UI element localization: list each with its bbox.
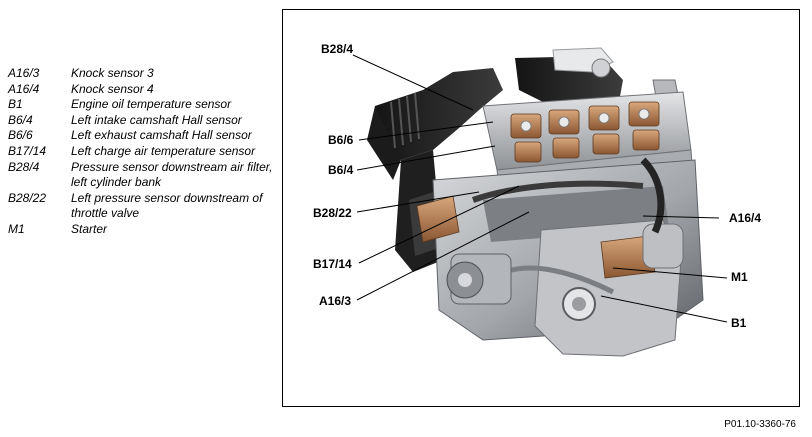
legend-item-a16-4: A16/4 Knock sensor 4 bbox=[8, 82, 276, 98]
callout-a16-4: A16/4 bbox=[729, 211, 762, 225]
legend-code: M1 bbox=[8, 221, 25, 236]
legend-description: Left pressure sensor downstream of throt… bbox=[71, 190, 263, 221]
callout-m1: M1 bbox=[731, 270, 748, 284]
legend-code: B1 bbox=[8, 97, 23, 112]
legend-description: Left charge air temperature sensor bbox=[71, 143, 256, 158]
legend-item-b28-22: B28/22 Left pressure sensor downstream o… bbox=[8, 191, 276, 222]
figure-id: P01.10-3360-76 bbox=[724, 419, 796, 430]
legend-code: A16/4 bbox=[8, 81, 40, 96]
legend-item-b28-4: B28/4 Pressure sensor downstream air fil… bbox=[8, 160, 276, 191]
legend-item-b6-6: B6/6 Left exhaust camshaft Hall sensor bbox=[8, 128, 276, 144]
legend-code: B28/4 bbox=[8, 159, 40, 174]
engine-illustration bbox=[352, 47, 728, 357]
legend-code: B17/14 bbox=[8, 143, 47, 158]
callout-b6-6: B6/6 bbox=[328, 133, 354, 147]
callout-b6-4: B6/4 bbox=[328, 163, 354, 177]
callout-b17-14: B17/14 bbox=[313, 257, 352, 271]
callout-a16-3: A16/3 bbox=[319, 294, 352, 308]
legend-code: B6/4 bbox=[8, 112, 33, 127]
legend-description: Pressure sensor downstream air filter, l… bbox=[71, 159, 273, 190]
engine-figure-frame: B28/4 B6/6 B6/4 B28/22 A16/4 B17/14 M1 A… bbox=[282, 9, 800, 407]
callout-b28-22: B28/22 bbox=[313, 206, 352, 220]
legend-description: Starter bbox=[71, 221, 108, 236]
leader-lines bbox=[352, 54, 728, 323]
legend-description: Knock sensor 4 bbox=[71, 81, 154, 96]
legend-item-a16-3: A16/3 Knock sensor 3 bbox=[8, 66, 276, 82]
legend-description: Left intake camshaft Hall sensor bbox=[71, 112, 242, 127]
legend-item-b17-14: B17/14 Left charge air temperature senso… bbox=[8, 144, 276, 160]
legend-description: Engine oil temperature sensor bbox=[71, 97, 232, 112]
callout-b28-4: B28/4 bbox=[321, 42, 354, 56]
legend-item-b6-4: B6/4 Left intake camshaft Hall sensor bbox=[8, 113, 276, 129]
legend-code: B28/22 bbox=[8, 190, 47, 205]
legend-code: A16/3 bbox=[8, 66, 40, 80]
legend-item-b1: B1 Engine oil temperature sensor bbox=[8, 97, 276, 113]
legend-description: Left exhaust camshaft Hall sensor bbox=[71, 128, 252, 143]
legend-item-m1: M1 Starter bbox=[8, 222, 276, 238]
air-duct-shape bbox=[375, 68, 503, 160]
legend-code: B6/6 bbox=[8, 128, 33, 143]
callout-b1: B1 bbox=[731, 316, 747, 330]
legend-description: Knock sensor 3 bbox=[71, 66, 154, 80]
legend-list: A16/3 Knock sensor 3 A16/4 Knock sensor … bbox=[8, 66, 276, 238]
